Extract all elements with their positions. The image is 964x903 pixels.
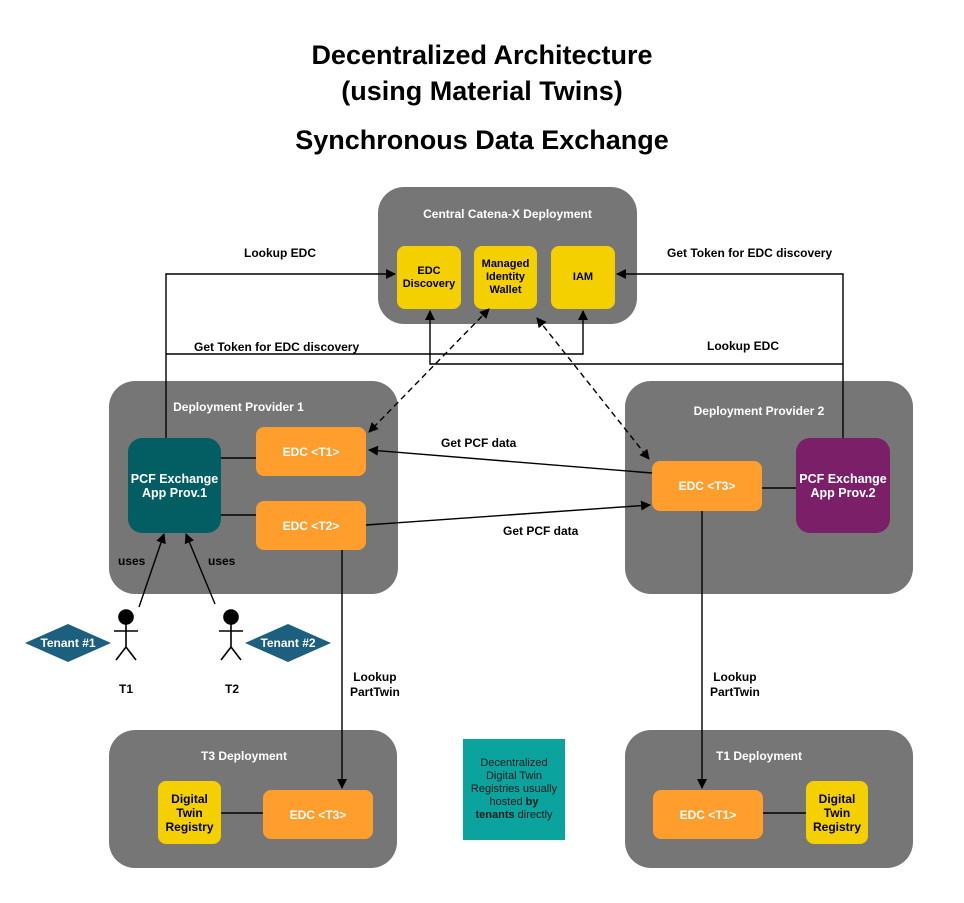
title-line-3: Synchronous Data Exchange [295, 125, 669, 155]
tenant-1-diamond [25, 624, 111, 662]
t1-edc-box[interactable]: EDC <T1> [653, 790, 763, 839]
central-deployment-label: Central Catena-X Deployment [423, 207, 592, 221]
tenant-1-label: Tenant #1 [40, 636, 96, 650]
edc-discovery-box[interactable]: EDC Discovery [397, 246, 461, 309]
pcf-exchange-app-prov2[interactable]: PCF Exchange App Prov.2 [796, 438, 890, 533]
lookup-edc-left-label: Lookup EDC [244, 246, 316, 260]
t3-deployment-label: T3 Deployment [200, 749, 287, 763]
t3-digital-twin-registry[interactable]: Digital Twin Registry [158, 781, 221, 844]
edc-t2-box[interactable]: EDC <T2> [256, 501, 366, 550]
get-pcf-bottom-connector [365, 500, 651, 526]
uses-right-label: uses [208, 554, 236, 568]
wallet-to-edc-t3-dashed [536, 317, 650, 460]
uses-left-label: uses [118, 554, 146, 568]
wallet-to-edc-t1-dashed [368, 308, 490, 433]
lookup-parttwin-right-label: Lookup PartTwin [710, 670, 760, 699]
provider-1-label: Deployment Provider 1 [173, 400, 304, 414]
lookup-edc-right-connector [425, 310, 844, 438]
person-t1-label: T1 [119, 682, 134, 696]
t1-digital-twin-registry[interactable]: Digital Twin Registry [806, 781, 868, 844]
pcf-exchange-app-prov1[interactable]: PCF Exchange App Prov.1 [128, 438, 221, 533]
registry-note: Decentralized Digital Twin Registries us… [463, 739, 565, 840]
get-pcf-bottom-label: Get PCF data [503, 524, 579, 538]
iam-box[interactable]: IAM [551, 246, 615, 309]
title-line-1: Decentralized Architecture [311, 40, 653, 70]
edc-t1-box[interactable]: EDC <T1> [256, 427, 366, 476]
provider-2-label: Deployment Provider 2 [693, 404, 825, 418]
note-text: Decentralized Digital Twin Registries us… [470, 757, 558, 808]
tenant-2-diamond [245, 624, 331, 662]
uses-left-arrow [138, 533, 166, 608]
get-pcf-top-label: Get PCF data [441, 436, 517, 450]
person-t2-icon [219, 609, 243, 661]
lookup-edc-right-label: Lookup EDC [707, 339, 779, 353]
tenant-2-label: Tenant #2 [260, 636, 316, 650]
provider-1-panel: Deployment Provider 1 [109, 381, 398, 594]
get-token-right-label: Get Token for EDC discovery [667, 246, 833, 260]
person-t1-icon [114, 609, 138, 661]
uses-right-arrow [184, 533, 216, 605]
lookup-edc-left-connector [165, 269, 396, 438]
note-by: by [525, 796, 539, 808]
tenant-1: Tenant #1 [24, 625, 112, 661]
person-t2-label: T2 [225, 682, 240, 696]
lookup-parttwin-left-label: Lookup PartTwin [350, 670, 400, 699]
t3-edc-box[interactable]: EDC <T3> [263, 790, 373, 839]
tenant-2: Tenant #2 [244, 625, 332, 661]
note-after: directly [514, 809, 553, 821]
managed-identity-wallet-box[interactable]: Managed Identity Wallet [474, 246, 537, 309]
note-tenants: tenants [475, 809, 515, 821]
get-token-left-label: Get Token for EDC discovery [194, 340, 360, 354]
t1-deployment-label: T1 Deployment [715, 749, 802, 763]
get-pcf-top-connector [368, 445, 653, 474]
get-token-right-connector [616, 269, 844, 364]
title-line-2: (using Material Twins) [341, 76, 623, 106]
edc-t3-box[interactable]: EDC <T3> [652, 461, 762, 511]
